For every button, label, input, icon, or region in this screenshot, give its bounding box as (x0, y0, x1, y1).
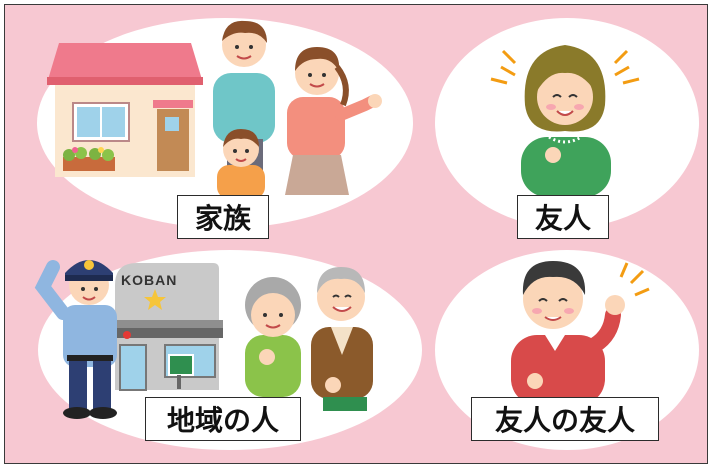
community-label: 地域の人 (145, 397, 301, 441)
illustration-canvas: KOBAN (34, 18, 699, 450)
elderly-man-figure (311, 267, 373, 411)
police-officer-figure (34, 260, 117, 419)
koban-building-icon (109, 263, 223, 391)
waving-man-figure (511, 261, 650, 405)
friend-woman-figure (490, 45, 640, 197)
child-figure (217, 129, 265, 199)
mother-figure (285, 47, 382, 195)
house-icon (47, 43, 203, 177)
friend-of-friend-label: 友人の友人 (471, 397, 659, 441)
elderly-woman-figure (245, 277, 301, 397)
friend-label: 友人 (517, 195, 609, 239)
family-label: 家族 (177, 195, 269, 239)
koban-sign: KOBAN (121, 272, 177, 288)
illustration-frame: KOBAN (4, 4, 708, 464)
